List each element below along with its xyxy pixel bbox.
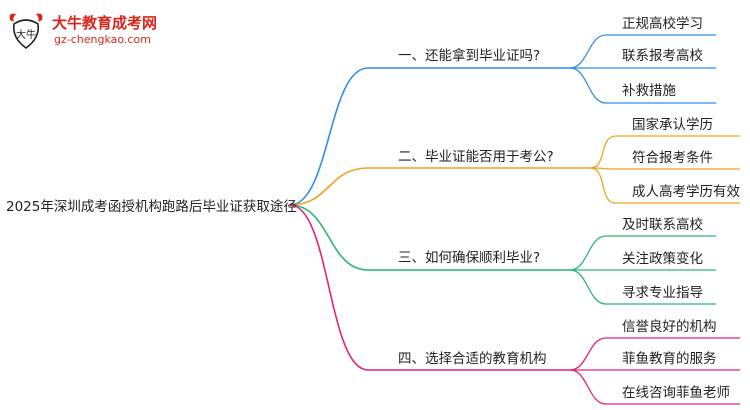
leaf-3-1-connector — [569, 235, 607, 271]
leaf-4-2: 菲鱼教育的服务 — [622, 351, 717, 367]
leaf-1-1: 正规高校学习 — [622, 16, 703, 32]
leaf-2-1: 国家承认学历 — [632, 117, 713, 133]
leaf-2-2: 符合报考条件 — [632, 150, 713, 166]
logo-emblem-text: 大牛 — [16, 28, 36, 41]
leaf-2-3: 成人高考学历有效 — [632, 184, 740, 200]
logo-title: 大牛教育成考网 — [52, 14, 158, 32]
leaf-4-1: 信誉良好的机构 — [622, 319, 717, 335]
leaf-1-3: 补救措施 — [622, 83, 676, 99]
branch-2-connector — [289, 167, 369, 206]
leaf-4-1-connector — [569, 337, 607, 371]
branch-1-connector — [289, 67, 369, 206]
leaf-3-2: 关注政策变化 — [622, 251, 703, 267]
leaf-2-1-connector — [589, 135, 617, 169]
branch-3-label: 三、如何确保顺利毕业? — [398, 250, 541, 266]
leaf-1-2: 联系报考高校 — [622, 48, 703, 64]
leaf-1-3-connector — [569, 67, 607, 104]
branch-2-label: 二、毕业证能否用于考公? — [398, 149, 554, 165]
leaf-3-1: 及时联系高校 — [622, 217, 703, 233]
branch-4-connector — [289, 204, 369, 371]
logo-url: gz-chengkao.com — [54, 33, 151, 46]
leaf-3-3: 寻求专业指导 — [622, 285, 703, 301]
leaf-2-3-connector — [589, 167, 617, 204]
leaf-3-3-connector — [569, 269, 607, 305]
leaf-1-1-connector — [569, 34, 607, 69]
branch-1-label: 一、还能拿到毕业证吗? — [398, 48, 541, 64]
leaf-4-3-connector — [569, 369, 607, 405]
bull-emblem-icon: 大牛 — [9, 13, 43, 49]
branch-4-label: 四、选择合适的教育机构 — [398, 351, 547, 367]
site-logo[interactable]: 大牛 大牛教育成考网 gz-chengkao.com — [6, 8, 196, 54]
branch-3-connector — [289, 204, 369, 271]
leaf-4-3: 在线咨询菲鱼老师 — [622, 385, 730, 401]
root-topic: 2025年深圳成考函授机构跑路后毕业证获取途径 — [6, 199, 297, 215]
